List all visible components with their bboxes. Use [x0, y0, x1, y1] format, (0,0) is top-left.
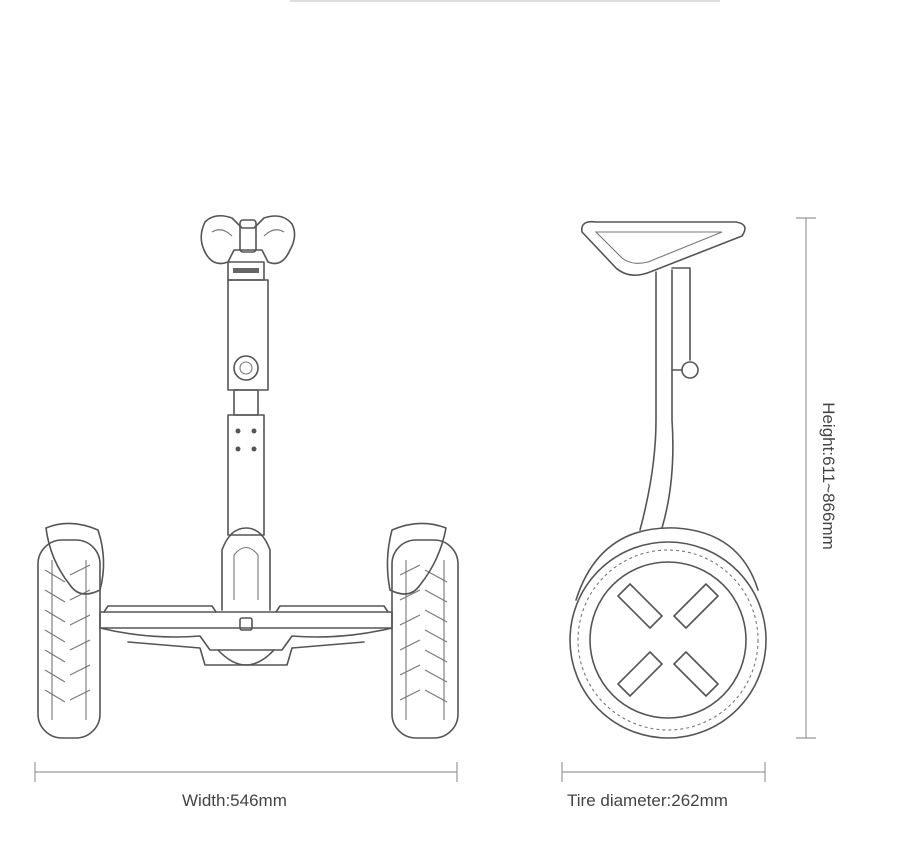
width-label: Width:546mm [182, 791, 287, 810]
tire-dimension-line [561, 762, 766, 782]
side-handlebar [580, 220, 746, 276]
front-view [37, 214, 459, 739]
platform [99, 605, 393, 666]
tire-diameter-label: Tire diameter:262mm [567, 791, 728, 810]
adjust-knob [681, 361, 699, 379]
front-handlebar [200, 214, 296, 265]
side-tire [569, 541, 767, 739]
power-button [233, 355, 259, 381]
side-view [569, 220, 767, 739]
knee-control [221, 527, 271, 611]
ninebot-logo [233, 268, 259, 273]
lower-stem [227, 414, 265, 536]
width-dimension-line [34, 762, 458, 782]
stem-bolts [235, 428, 257, 452]
side-fender [575, 527, 759, 601]
height-dimension-line [796, 217, 816, 739]
side-stem-back [661, 269, 674, 529]
stem-joint [233, 389, 259, 416]
height-label: Height:611~866mm [819, 402, 838, 550]
wheel-spokes [617, 583, 719, 697]
side-stem-front [639, 271, 657, 531]
side-rim [589, 561, 747, 719]
height-adjust-rod [671, 267, 691, 361]
right-wheel [386, 522, 459, 739]
left-wheel [37, 522, 105, 739]
